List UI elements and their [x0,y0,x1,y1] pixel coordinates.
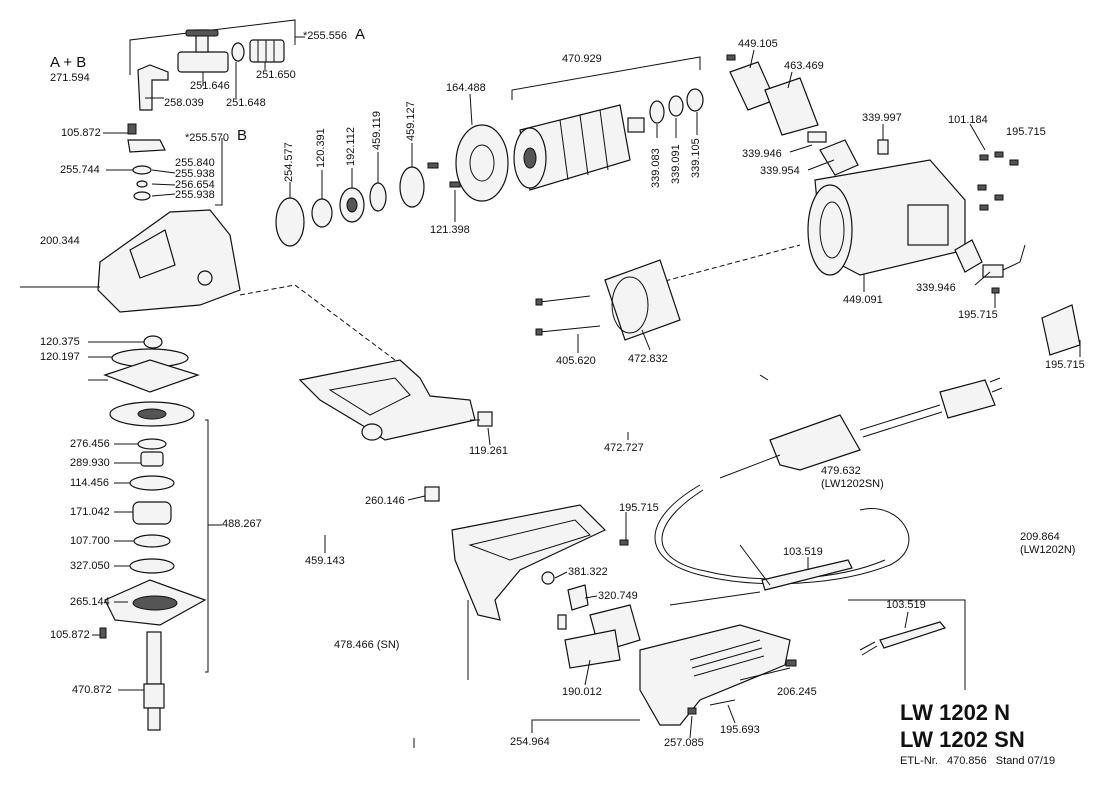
part-120197: 120.197 [40,351,80,363]
cable-sleeve-box [848,599,966,690]
part-195715-a: 195.715 [1006,126,1046,138]
assembly-ab-letter: A + B [50,54,87,71]
model-title-line-2: LW 1202 SN [900,727,1025,752]
part-195715-b: 195.715 [958,309,998,321]
part-339997: 339.997 [862,112,902,124]
footer-etl: ETL-Nr. 470.856 Stand 07/19 [900,755,1055,767]
part-103519-a: 103.519 [783,546,823,558]
part-470872: 470.872 [72,684,112,696]
power-cable [654,377,1003,606]
part-327050: 327.050 [70,560,110,572]
part-470929: 470.929 [562,53,602,65]
part-105872-bottom: 105.872 [50,629,90,641]
part-381322: 381.322 [568,566,608,578]
part-260146: 260.146 [365,495,405,507]
footer-etl-prefix: ETL-Nr. [900,755,938,767]
gear-housing [20,209,396,361]
brush-holder-parts [726,54,889,176]
part-164488: 164.488 [446,82,486,94]
bearing-rings [275,124,509,247]
part-472832: 472.832 [628,353,668,365]
part-209864-note: (LW1202N) [1020,544,1076,556]
part-190012: 190.012 [562,686,602,698]
part-256654: 256.654 [175,179,215,191]
switch-and-screws-right [954,151,1081,356]
assembly-a-label: *255.556 [303,30,348,42]
switch-module [541,571,641,669]
part-120375: 120.375 [40,336,80,348]
part-265144: 265.144 [70,596,110,608]
part-251646: 251.646 [190,80,230,92]
assembly-ab-label: 271.594 [50,72,90,84]
part-463469: 463.469 [784,60,824,72]
part-254964: 254.964 [510,736,550,748]
grip-handle [531,624,797,733]
part-114456: 114.456 [70,477,109,489]
nozzle-assembly-b [127,123,223,206]
part-459143: 459.143 [305,555,345,567]
part-119261: 119.261 [469,445,508,457]
part-276456: 276.456 [70,438,110,450]
part-195715-d: 195.715 [619,502,659,514]
part-479632: 479.632 [821,465,861,477]
part-206245: 206.245 [777,686,817,698]
part-200344: 200.344 [40,235,80,247]
part-255744: 255.744 [60,164,100,176]
assembly-a-letter: A [355,26,366,43]
assembly-b-letter: B [237,127,248,144]
part-251648: 251.648 [226,97,266,109]
part-339083: 339.083 [650,148,662,188]
part-339946-bottom: 339.946 [916,282,956,294]
part-192112: 192.112 [345,127,357,166]
part-449091: 449.091 [843,294,883,306]
part-339091: 339.091 [670,144,682,184]
clamp-ring [535,259,681,341]
part-107700: 107.700 [70,535,110,547]
part-120391: 120.391 [315,128,327,168]
assembly-b-label: *255.570 [185,132,230,144]
part-339105: 339.105 [690,138,702,178]
part-472727: 472.727 [604,442,644,454]
part-339954: 339.954 [760,165,800,177]
part-255938-a: 255.938 [175,168,215,180]
part-289930: 289.930 [70,457,110,469]
part-257085: 257.085 [664,737,704,749]
part-171042: 171.042 [70,506,110,518]
footer-stand: Stand 07/19 [995,755,1056,767]
part-254577: 254.577 [283,142,295,182]
part-459127: 459.127 [405,101,417,141]
handle-half-shell [424,486,629,680]
part-320749: 320.749 [598,590,638,602]
valve-assembly-a [137,29,285,111]
motor-housing [649,159,966,381]
part-488267: 488.267 [222,518,262,530]
part-103519-b: 103.519 [886,599,926,611]
part-478466: 478.466 (SN) [334,639,400,651]
model-title-line-1: LW 1202 N [900,700,1011,725]
part-105872-top: 105.872 [61,127,101,139]
part-255840: 255.840 [175,157,215,169]
footer-etl-number: 470.856 [946,755,987,767]
part-255938-b: 255.938 [175,189,215,201]
part-405620: 405.620 [556,355,596,367]
part-209864: 209.864 [1020,531,1060,543]
part-459119: 459.119 [371,111,383,150]
leader-lines [88,49,1081,748]
bail-handle [298,359,493,441]
part-195715-c: 195.715 [1045,359,1085,371]
part-449105: 449.105 [738,38,778,50]
part-251650: 251.650 [256,69,296,81]
armature [511,56,704,191]
part-339946-top: 339.946 [742,148,782,160]
part-101184: 101.184 [948,114,988,126]
part-258039: 258.039 [164,97,204,109]
part-121398: 121.398 [430,224,470,236]
part-195693: 195.693 [720,724,760,736]
part-479632-note: (LW1202SN) [821,478,884,490]
gear-stack [99,335,222,731]
